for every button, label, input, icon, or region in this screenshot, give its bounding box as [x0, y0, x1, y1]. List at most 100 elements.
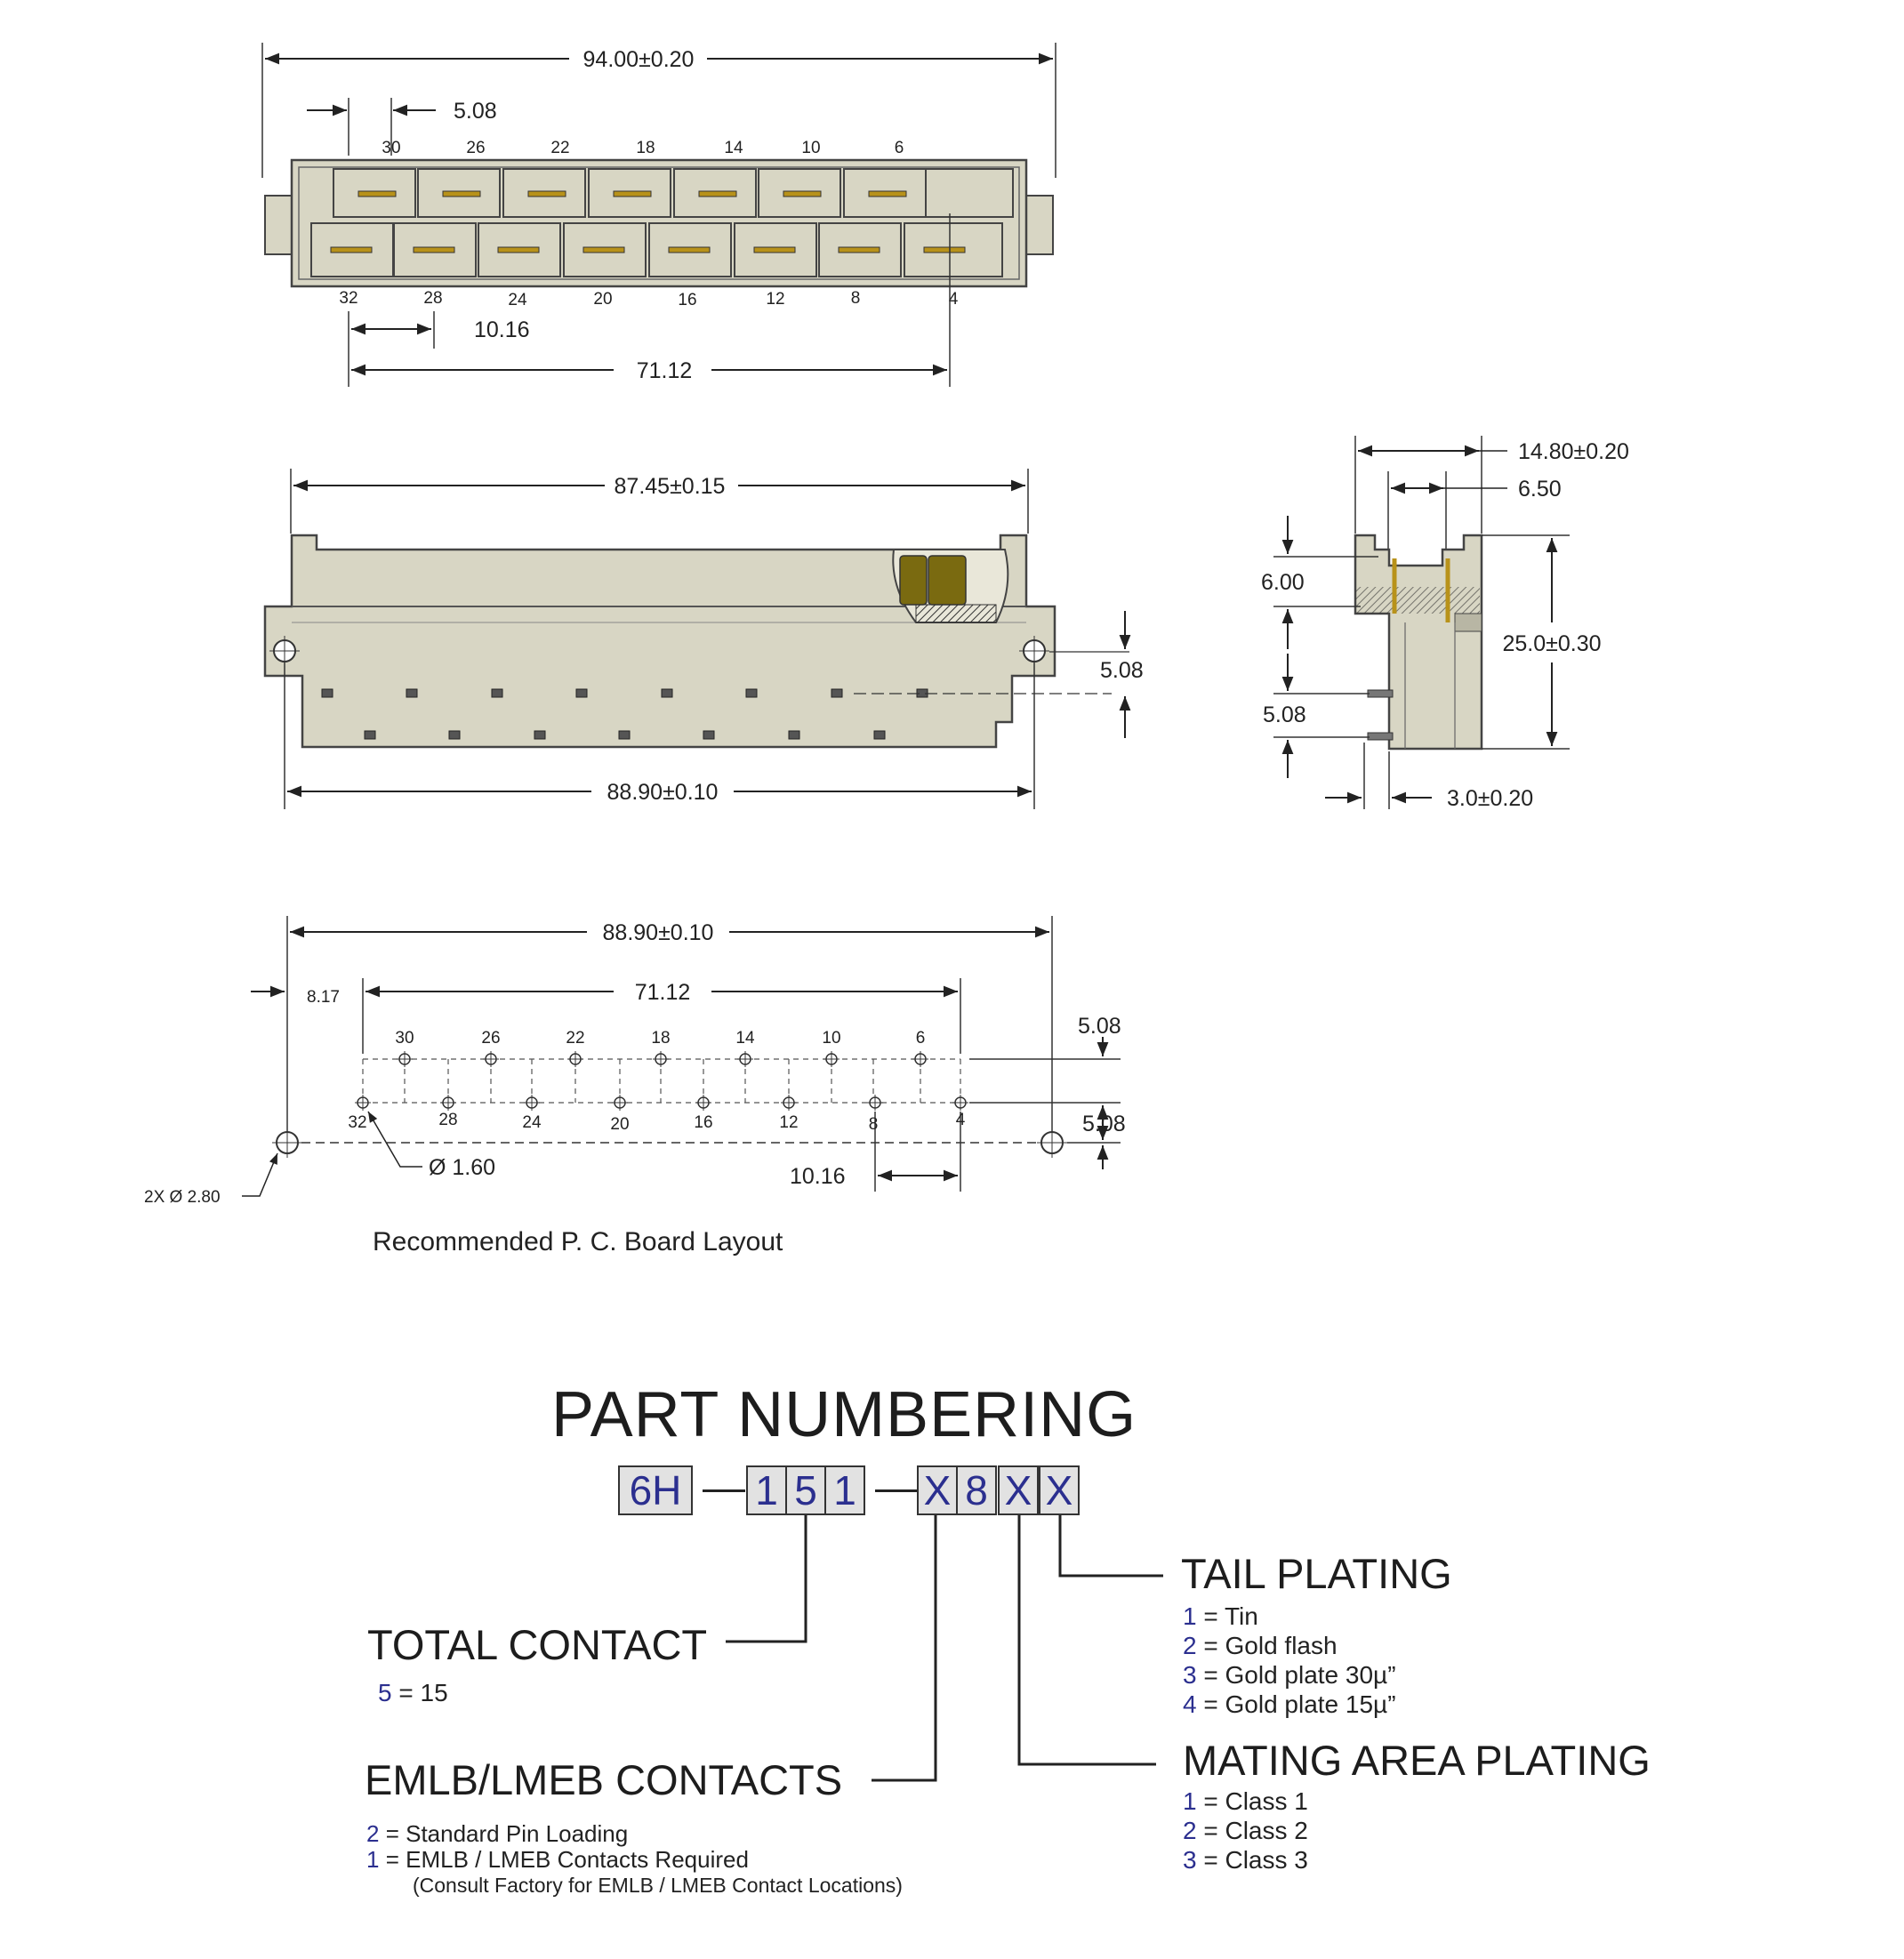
dim-row-spacing: 5.08: [1263, 703, 1306, 727]
dim-pitch-top: 5.08: [454, 99, 497, 124]
mating-plating-option: 2 = Class 2: [1183, 1817, 1308, 1844]
pcb-pin-label: 30: [395, 1029, 414, 1048]
pin-label: 6: [895, 139, 904, 157]
pin-tail: [703, 730, 715, 740]
pcb-dim-row-offset-bottom: 5.08: [1082, 1112, 1126, 1136]
contact-pin: [413, 246, 455, 253]
pcb-pin-label: 4: [956, 1111, 966, 1129]
pcb-pin-label: 18: [651, 1029, 670, 1048]
code-box-option: 8: [956, 1465, 997, 1515]
dim-body-width: 87.45±0.15: [615, 474, 726, 499]
pin-tail: [534, 730, 546, 740]
emlb-contacts-option: 2 = Standard Pin Loading: [366, 1820, 629, 1847]
pin-label: 32: [339, 289, 358, 308]
mating-plating-option: 1 = Class 1: [1183, 1787, 1308, 1815]
pcb-pin-label: 28: [438, 1111, 457, 1129]
pcb-pin-label: 26: [481, 1029, 500, 1048]
pin-tail: [661, 688, 673, 698]
code-box-option: X: [917, 1465, 958, 1515]
pin-label: 22: [550, 139, 569, 157]
dim-pin-span: 71.12: [637, 358, 693, 383]
code-box-option: X: [1039, 1465, 1080, 1515]
dim-height: 25.0±0.30: [1502, 631, 1601, 656]
pin-label: 12: [766, 290, 784, 309]
contact-pin: [668, 246, 711, 253]
pin-label: 16: [678, 291, 696, 309]
side-view: 14.80±0.20 6.50 25.0±0.30 6.00 5.08 3.0±: [1261, 436, 1629, 811]
contact-pin: [923, 246, 966, 253]
pin-label: 8: [851, 289, 861, 308]
contact-pin: [698, 190, 737, 197]
pin-tail: [831, 688, 843, 698]
contact-pin: [613, 190, 652, 197]
total-contact-option: 5 = 15: [378, 1679, 448, 1706]
pin-tail: [788, 730, 800, 740]
code-box-total: 5: [785, 1465, 826, 1515]
pin-tail: [575, 688, 588, 698]
code-box-prefix: 6H: [618, 1465, 693, 1515]
pcb-dim-edge-offset: 8.17: [307, 988, 340, 1007]
pin-label: 14: [724, 139, 743, 157]
dim-standoff: 6.00: [1261, 570, 1305, 595]
pcb-pin-label: 24: [522, 1113, 542, 1132]
pcb-pin-labels-top: 30 26 22 18 14 10 6: [395, 1029, 925, 1048]
contact-pin: [442, 190, 481, 197]
pin-tail: [491, 688, 503, 698]
pin-tail: [448, 730, 461, 740]
tail-plating-option: 3 = Gold plate 30µ”: [1183, 1661, 1396, 1689]
emlb-contacts-option: 1 = EMLB / LMEB Contacts Required: [366, 1846, 749, 1873]
pin-tail: [406, 688, 418, 698]
pin-label: 10: [801, 139, 820, 157]
tail-plating-option: 1 = Tin: [1183, 1602, 1258, 1630]
pin-label: 30: [382, 139, 400, 157]
pcb-pin-label: 32: [348, 1113, 366, 1132]
pcb-dim-row-offset-top: 5.08: [1078, 1014, 1121, 1039]
contact-pin: [783, 190, 822, 197]
dim-tail-length: 3.0±0.20: [1447, 786, 1533, 811]
pin-label: 4: [949, 290, 959, 309]
contact-pin: [753, 246, 796, 253]
mating-plating-title: MATING AREA PLATING: [1183, 1737, 1651, 1784]
pcb-pin-label: 12: [779, 1113, 798, 1132]
tail-plating-title: TAIL PLATING: [1181, 1550, 1452, 1597]
tail-plating-option: 4 = Gold plate 15µ”: [1183, 1690, 1396, 1718]
code-box-total: 1: [746, 1465, 787, 1515]
dim-pitch-row: 10.16: [474, 317, 530, 342]
contact-pin: [527, 190, 566, 197]
pcb-pin-label: 16: [694, 1113, 712, 1132]
contact-pin: [838, 246, 880, 253]
contact-cavity: [734, 222, 817, 277]
pcb-pin-label: 14: [735, 1029, 755, 1048]
pcb-dim-hole-spacing: 88.90±0.10: [603, 920, 714, 945]
dim-overall-width: 94.00±0.20: [583, 47, 695, 72]
dim-pin-pitch: 6.50: [1518, 477, 1562, 502]
pin-label: 28: [423, 289, 442, 308]
contact-pin: [330, 246, 373, 253]
front-view: 87.45±0.15 5.08 88.90±0.10: [263, 469, 1144, 809]
pin-tail: [618, 730, 631, 740]
dim-row-offset: 5.08: [1100, 658, 1144, 683]
pin-label: 26: [466, 139, 485, 157]
part-numbering-leaders: [726, 1515, 1163, 1782]
dim-hole-spacing: 88.90±0.10: [607, 780, 719, 805]
pin-tail: [321, 688, 333, 698]
top-view-pin-labels-top: 30 26 22 18 14 10 6: [382, 139, 904, 157]
mating-plating-option: 3 = Class 3: [1183, 1846, 1308, 1874]
pcb-layout-caption: Recommended P. C. Board Layout: [373, 1227, 783, 1256]
pcb-mount-hole-callout: 2X Ø 2.80: [144, 1188, 221, 1207]
total-contact-title: TOTAL CONTACT: [367, 1621, 708, 1668]
part-numbering-title: PART NUMBERING: [551, 1379, 1137, 1450]
pcb-dim-pitch: 10.16: [790, 1164, 846, 1189]
pcb-pin-label: 22: [566, 1029, 584, 1048]
dim-depth: 14.80±0.20: [1518, 439, 1629, 464]
contact-pin: [868, 190, 907, 197]
code-box-option: X: [998, 1465, 1039, 1515]
pcb-layout-view: 88.90±0.10 71.12 8.17 5.08 5.08 10.16 Ø …: [144, 916, 1126, 1207]
code-dash: [875, 1489, 918, 1492]
contact-pin: [358, 190, 397, 197]
pcb-pin-label: 20: [610, 1115, 629, 1134]
contact-pin: [497, 246, 540, 253]
pin-tail: [873, 730, 886, 740]
pin-label: 18: [636, 139, 655, 157]
